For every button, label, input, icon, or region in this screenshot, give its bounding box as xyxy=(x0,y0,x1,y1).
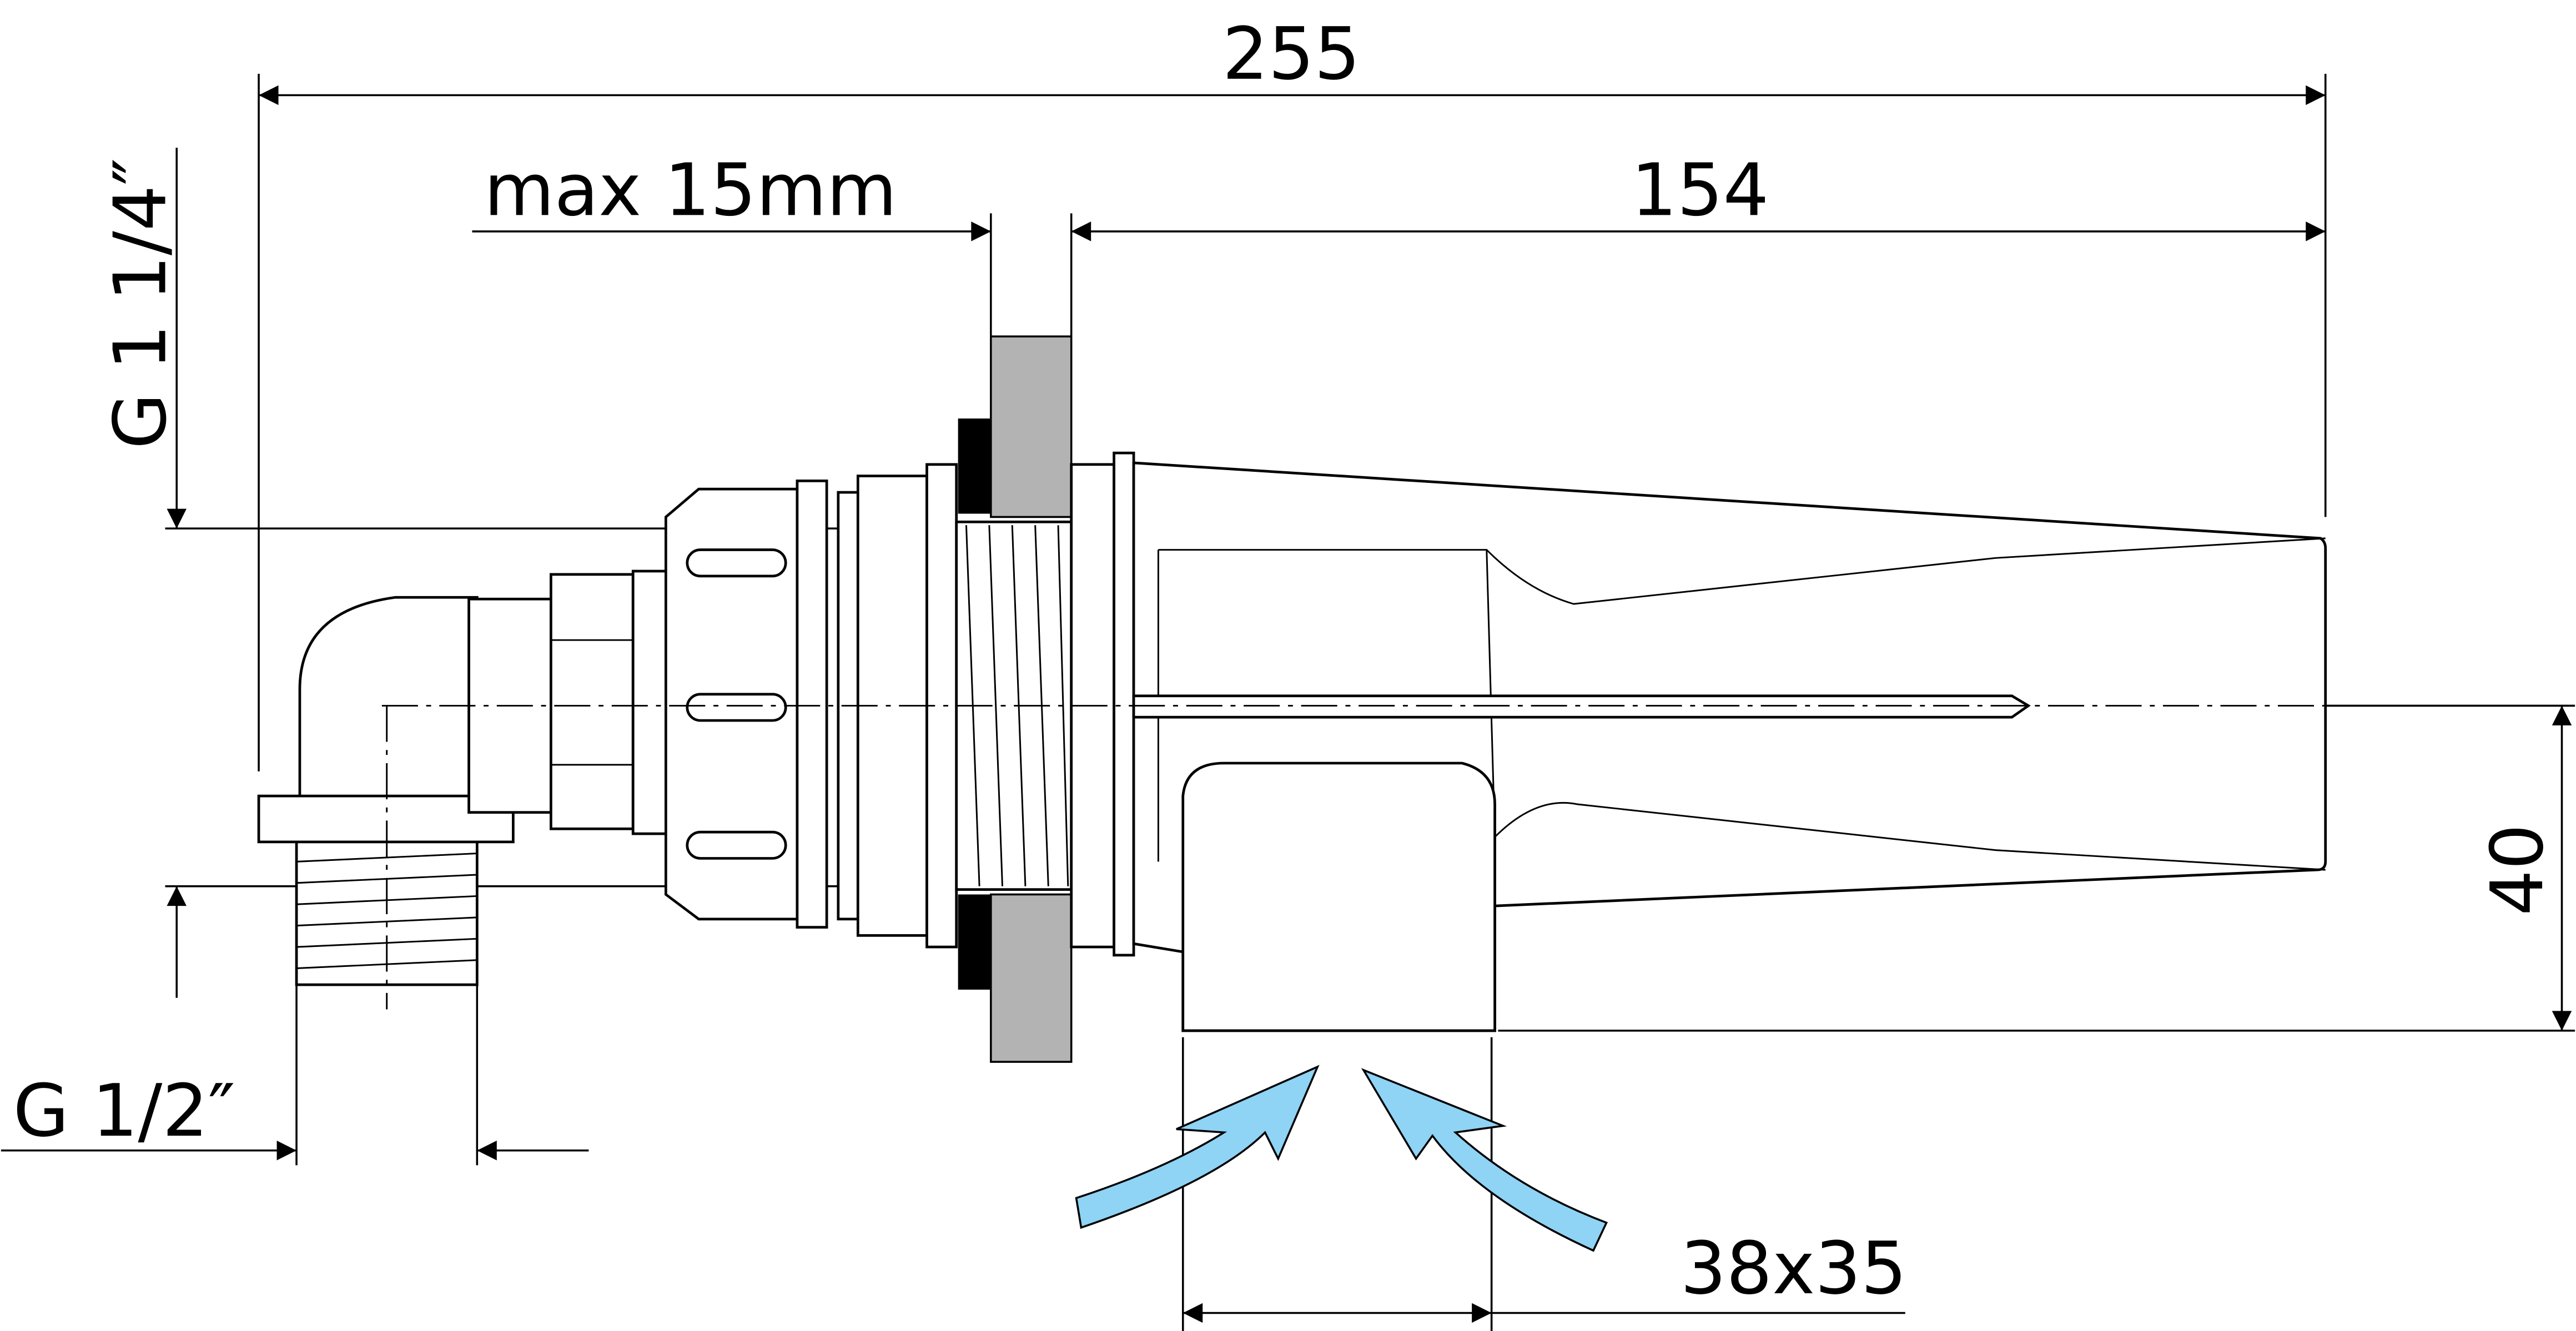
dimension-overall-length: 255 xyxy=(258,12,2327,772)
flow-arrow-left-icon xyxy=(1075,1065,1320,1229)
center-lines xyxy=(381,704,2382,1010)
inlet-thread-small-label: G 1/2″ xyxy=(13,1068,235,1153)
overall-length-label: 255 xyxy=(1222,12,1360,96)
dimension-suction-opening: 38x35 xyxy=(1181,1037,1907,1331)
elbow-fitting xyxy=(257,569,667,986)
dimension-wall-and-nozzle: max 15mm 154 xyxy=(472,148,2326,337)
dimension-inlet-thread-small: G 1/2″ xyxy=(1,985,589,1166)
nozzle-length-label: 154 xyxy=(1631,148,1769,232)
dimension-nozzle-height: 40 xyxy=(1498,704,2575,1032)
nozzle xyxy=(1132,461,2327,1032)
inlet-thread-large-label: G 1 1/4″ xyxy=(98,158,183,449)
nozzle-height-label: 40 xyxy=(2475,824,2559,916)
flow-arrow-right-icon xyxy=(1361,1068,1608,1252)
suction-opening-label: 38x35 xyxy=(1681,1226,1907,1310)
wall-section xyxy=(958,335,1073,1063)
threaded-body xyxy=(955,451,1135,957)
wall-thickness-label: max 15mm xyxy=(484,148,897,232)
